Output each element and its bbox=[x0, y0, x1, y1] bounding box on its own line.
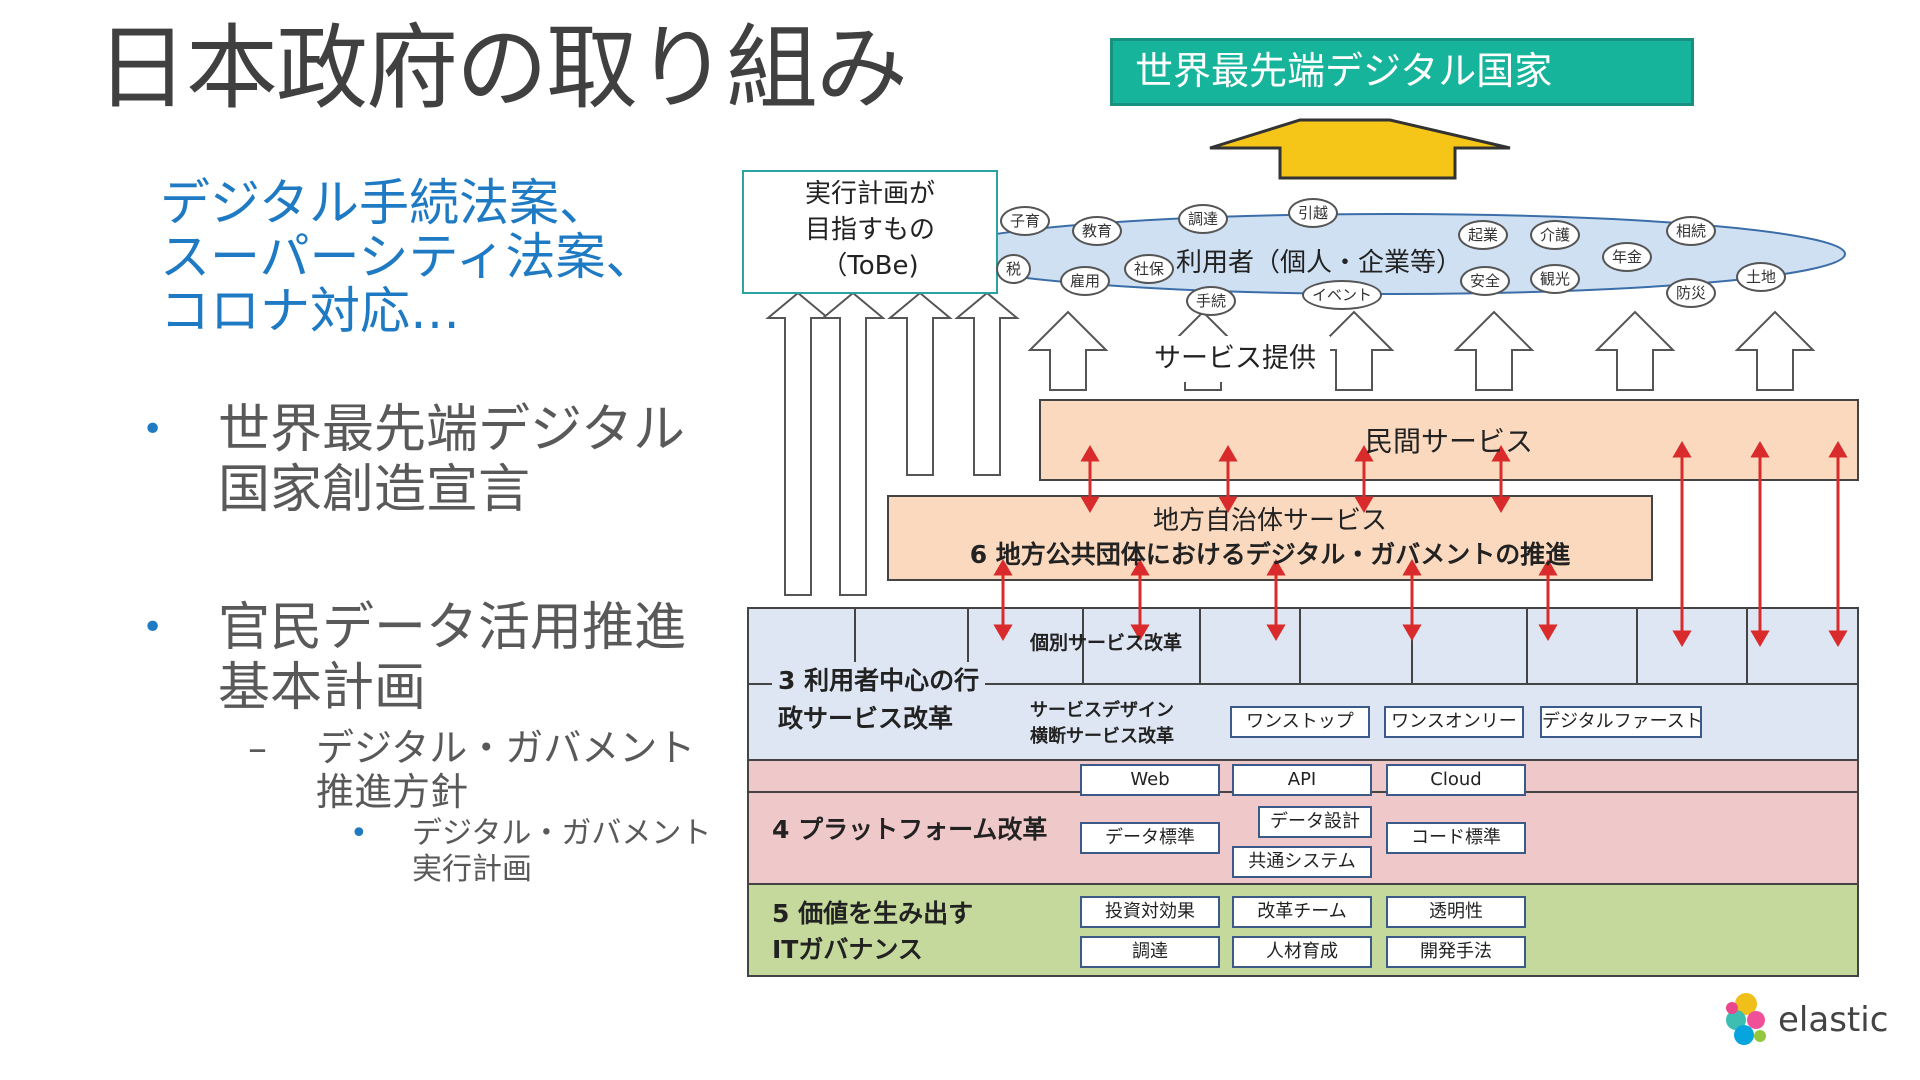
pill-reform-team: 改革チーム bbox=[1232, 896, 1372, 928]
pill-api: API bbox=[1232, 764, 1372, 796]
layer5-line: ITガバナンス bbox=[772, 935, 923, 964]
pill-once-only: ワンスオンリー bbox=[1384, 706, 1524, 738]
bubble-item: 引越 bbox=[1288, 198, 1339, 228]
pill-common-system: 共通システム bbox=[1232, 846, 1372, 878]
individual-reform-dividers bbox=[854, 608, 1748, 684]
bubble-item: 安全 bbox=[1460, 266, 1511, 296]
service-design-label: サービスデザイン 横断サービス改革 bbox=[1030, 698, 1174, 750]
layer5-line: 5 価値を生み出す bbox=[772, 899, 974, 928]
private-services-box bbox=[1039, 399, 1859, 481]
bubble-item: 相続 bbox=[1666, 216, 1717, 246]
subtitle-line: スーパーシティ法案、 bbox=[160, 228, 656, 286]
pill-data-design: データ設計 bbox=[1258, 806, 1372, 838]
bubble-item: 社保 bbox=[1124, 254, 1175, 284]
sub-bullet-item: – デジタル・ガバメント 推進方針 bbox=[248, 726, 696, 814]
bubble-item: 防災 bbox=[1666, 278, 1717, 308]
bubble-item: 教育 bbox=[1072, 216, 1123, 246]
pill-web: Web bbox=[1080, 764, 1220, 796]
tobe-arrows bbox=[765, 291, 1020, 596]
bullet-item-1: • 世界最先端デジタル 国家創造宣言 bbox=[142, 400, 685, 520]
layer4-label: 4 プラットフォーム改革 bbox=[772, 815, 1048, 844]
bullet-text: 世界最先端デジタル bbox=[218, 400, 685, 460]
pill-digital-first: デジタルファースト bbox=[1540, 706, 1703, 738]
bubble-item: 起業 bbox=[1458, 220, 1509, 250]
bullet-text: 官民データ活用推進 bbox=[218, 598, 687, 658]
pill-talent: 人材育成 bbox=[1232, 936, 1372, 968]
sub-bullet-text: デジタル・ガバメント bbox=[316, 726, 696, 770]
layer3-label: 3 利用者中心の行 政サービス改革 bbox=[772, 662, 986, 738]
service-provision-label: サービス提供 bbox=[1140, 336, 1330, 382]
tobe-line: （ToBe) bbox=[821, 251, 919, 281]
pill-cloud: Cloud bbox=[1386, 764, 1526, 796]
bullet-item-2: • 官民データ活用推進 基本計画 bbox=[142, 598, 687, 718]
users-label: 利用者（個人・企業等） bbox=[1176, 248, 1463, 278]
goal-arrow bbox=[1209, 118, 1511, 180]
pill-procurement: 調達 bbox=[1080, 936, 1220, 968]
tobe-line: 目指すもの bbox=[804, 215, 935, 245]
bullet-text: 基本計画 bbox=[218, 658, 427, 718]
tobe-box: 実行計画が 目指すもの （ToBe) bbox=[742, 170, 998, 294]
service-design-line: サービスデザイン bbox=[1030, 700, 1174, 721]
brand-label: elastic bbox=[1778, 1000, 1889, 1040]
bubble-item: 雇用 bbox=[1060, 266, 1111, 296]
subtitle-line: コロナ対応… bbox=[160, 282, 460, 340]
private-services-label: 民間サービス bbox=[1364, 425, 1533, 458]
elastic-logo-icon bbox=[1726, 993, 1766, 1045]
pill-roi: 投資対効果 bbox=[1080, 896, 1220, 928]
pill-data-standard: データ標準 bbox=[1080, 822, 1220, 854]
layer3-line: 3 利用者中心の行 bbox=[778, 666, 980, 695]
pill-dev-method: 開発手法 bbox=[1386, 936, 1526, 968]
bubble-item: 調達 bbox=[1178, 204, 1229, 234]
layer3-line: 政サービス改革 bbox=[778, 704, 954, 733]
bubble-item: 税 bbox=[996, 254, 1032, 284]
bubble-item: 観光 bbox=[1530, 264, 1581, 294]
local-services-line: 6 地方公共団体におけるデジタル・ガバメントの推進 bbox=[969, 540, 1571, 569]
bullet-text: 国家創造宣言 bbox=[218, 460, 531, 520]
sub-sub-bullet-item: • デジタル・ガバメント 実行計画 bbox=[350, 816, 712, 888]
bullet-marker: • bbox=[142, 607, 164, 648]
bubble-item: 介護 bbox=[1530, 220, 1581, 250]
local-services-box bbox=[887, 495, 1653, 581]
goal-banner: 世界最先端デジタル国家 bbox=[1110, 38, 1694, 106]
subtitle-line: デジタル手続法案、 bbox=[160, 174, 609, 232]
pill-code-standard: コード標準 bbox=[1386, 822, 1526, 854]
bullet-marker: • bbox=[350, 816, 368, 851]
sub-sub-bullet-text: デジタル・ガバメント bbox=[412, 816, 712, 851]
local-services-line: 地方自治体サービス bbox=[1152, 506, 1387, 536]
bubble-item: 土地 bbox=[1736, 262, 1787, 292]
service-design-line: 横断サービス改革 bbox=[1030, 726, 1174, 747]
red-arrows bbox=[993, 441, 1848, 647]
local-services-label: 地方自治体サービス 6 地方公共団体におけるデジタル・ガバメントの推進 bbox=[888, 504, 1652, 572]
pill-transparency: 透明性 bbox=[1386, 896, 1526, 928]
subtitle: デジタル手続法案、 スーパーシティ法案、 コロナ対応… bbox=[160, 176, 656, 338]
bubble-item: 年金 bbox=[1602, 242, 1653, 272]
pill-one-stop: ワンストップ bbox=[1230, 706, 1370, 738]
layer5-label: 5 価値を生み出す ITガバナンス bbox=[772, 896, 973, 968]
bubble-item: 手続 bbox=[1186, 286, 1237, 316]
bubble-item: 子育 bbox=[1000, 206, 1051, 236]
tobe-line: 実行計画が bbox=[804, 179, 935, 209]
bubble-item: イベント bbox=[1302, 280, 1383, 310]
dash-marker: – bbox=[248, 726, 267, 770]
page-title: 日本政府の取り組み bbox=[96, 15, 908, 122]
sub-bullet-text: 推進方針 bbox=[316, 770, 469, 814]
individual-reform-label: 個別サービス改革 bbox=[1030, 632, 1183, 654]
bullet-marker: • bbox=[142, 409, 164, 450]
sub-sub-bullet-text: 実行計画 bbox=[412, 852, 532, 887]
